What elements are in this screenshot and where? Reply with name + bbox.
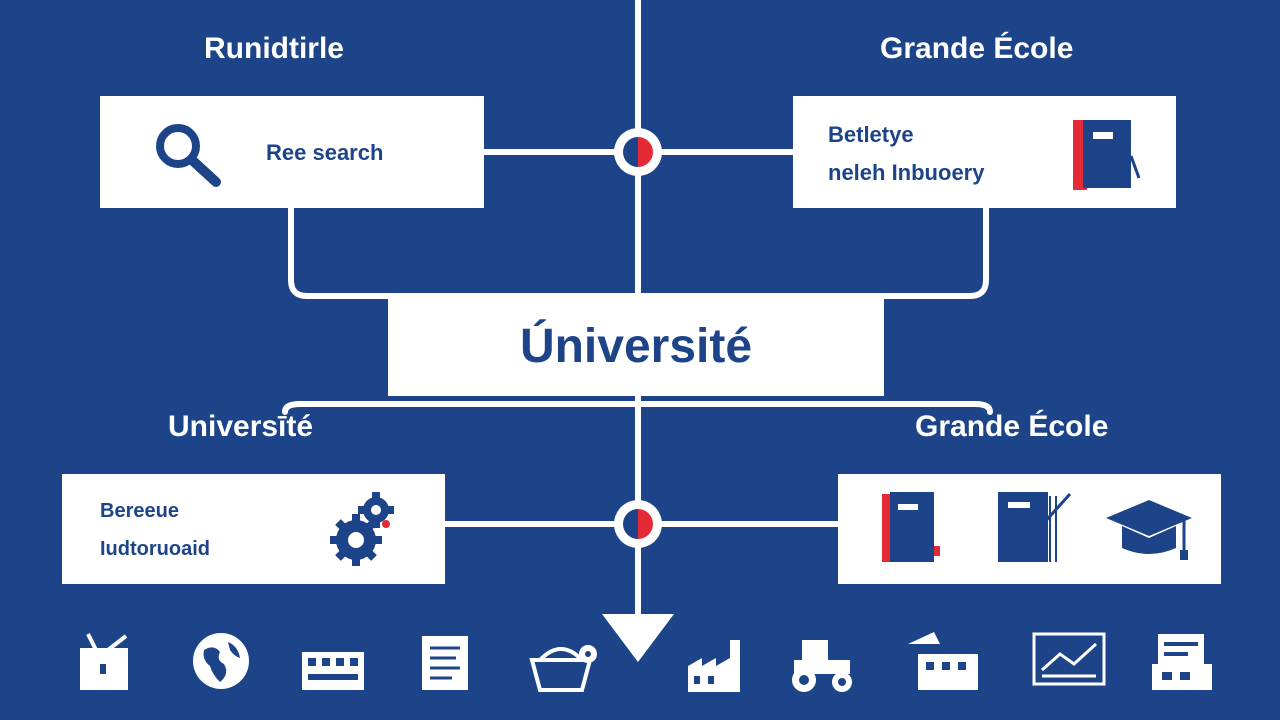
tv-icon <box>78 630 134 697</box>
gears-box-line1: Bereeue <box>100 500 179 522</box>
notebook-pen-icon <box>994 490 1074 571</box>
gears-box: Bereeue Iudtoruoaid <box>62 474 445 584</box>
basket-gear-icon <box>528 630 602 699</box>
magnifier-icon <box>152 120 224 195</box>
heading-bottom-left: Universīté <box>168 410 314 443</box>
gears-icon <box>328 488 398 573</box>
factory-icon <box>686 630 748 699</box>
globe-icon <box>190 630 252 697</box>
office-icon <box>1150 630 1214 697</box>
library-box-line1: Betletye <box>828 122 914 147</box>
research-box: Ree search <box>100 96 484 208</box>
building-icon <box>300 630 366 697</box>
graduation-cap-icon <box>1104 498 1194 567</box>
universite-center-box: Úniversité <box>388 296 884 396</box>
gears-box-line2: Iudtoruoaid <box>100 538 210 560</box>
research-box-label: Ree search <box>266 140 384 165</box>
node-bottom <box>614 500 662 548</box>
tractor-icon <box>786 630 860 699</box>
school-box <box>838 474 1221 584</box>
library-box-line2: neleh Inbuoery <box>828 160 985 185</box>
library-box: Betletye neleh Inbuoery <box>793 96 1176 208</box>
heading-bottom-right: Grande École <box>915 410 1109 443</box>
node-top <box>614 128 662 176</box>
book-icon <box>880 490 942 571</box>
document-icon <box>416 630 474 699</box>
center-title: Úniversité <box>519 319 753 373</box>
workshop-icon <box>904 630 984 699</box>
heading-top-right: Grande École <box>880 32 1074 65</box>
book-icon <box>1069 116 1141 197</box>
heading-top-left: Runidtirle <box>204 32 344 65</box>
chart-board-icon <box>1030 630 1108 693</box>
